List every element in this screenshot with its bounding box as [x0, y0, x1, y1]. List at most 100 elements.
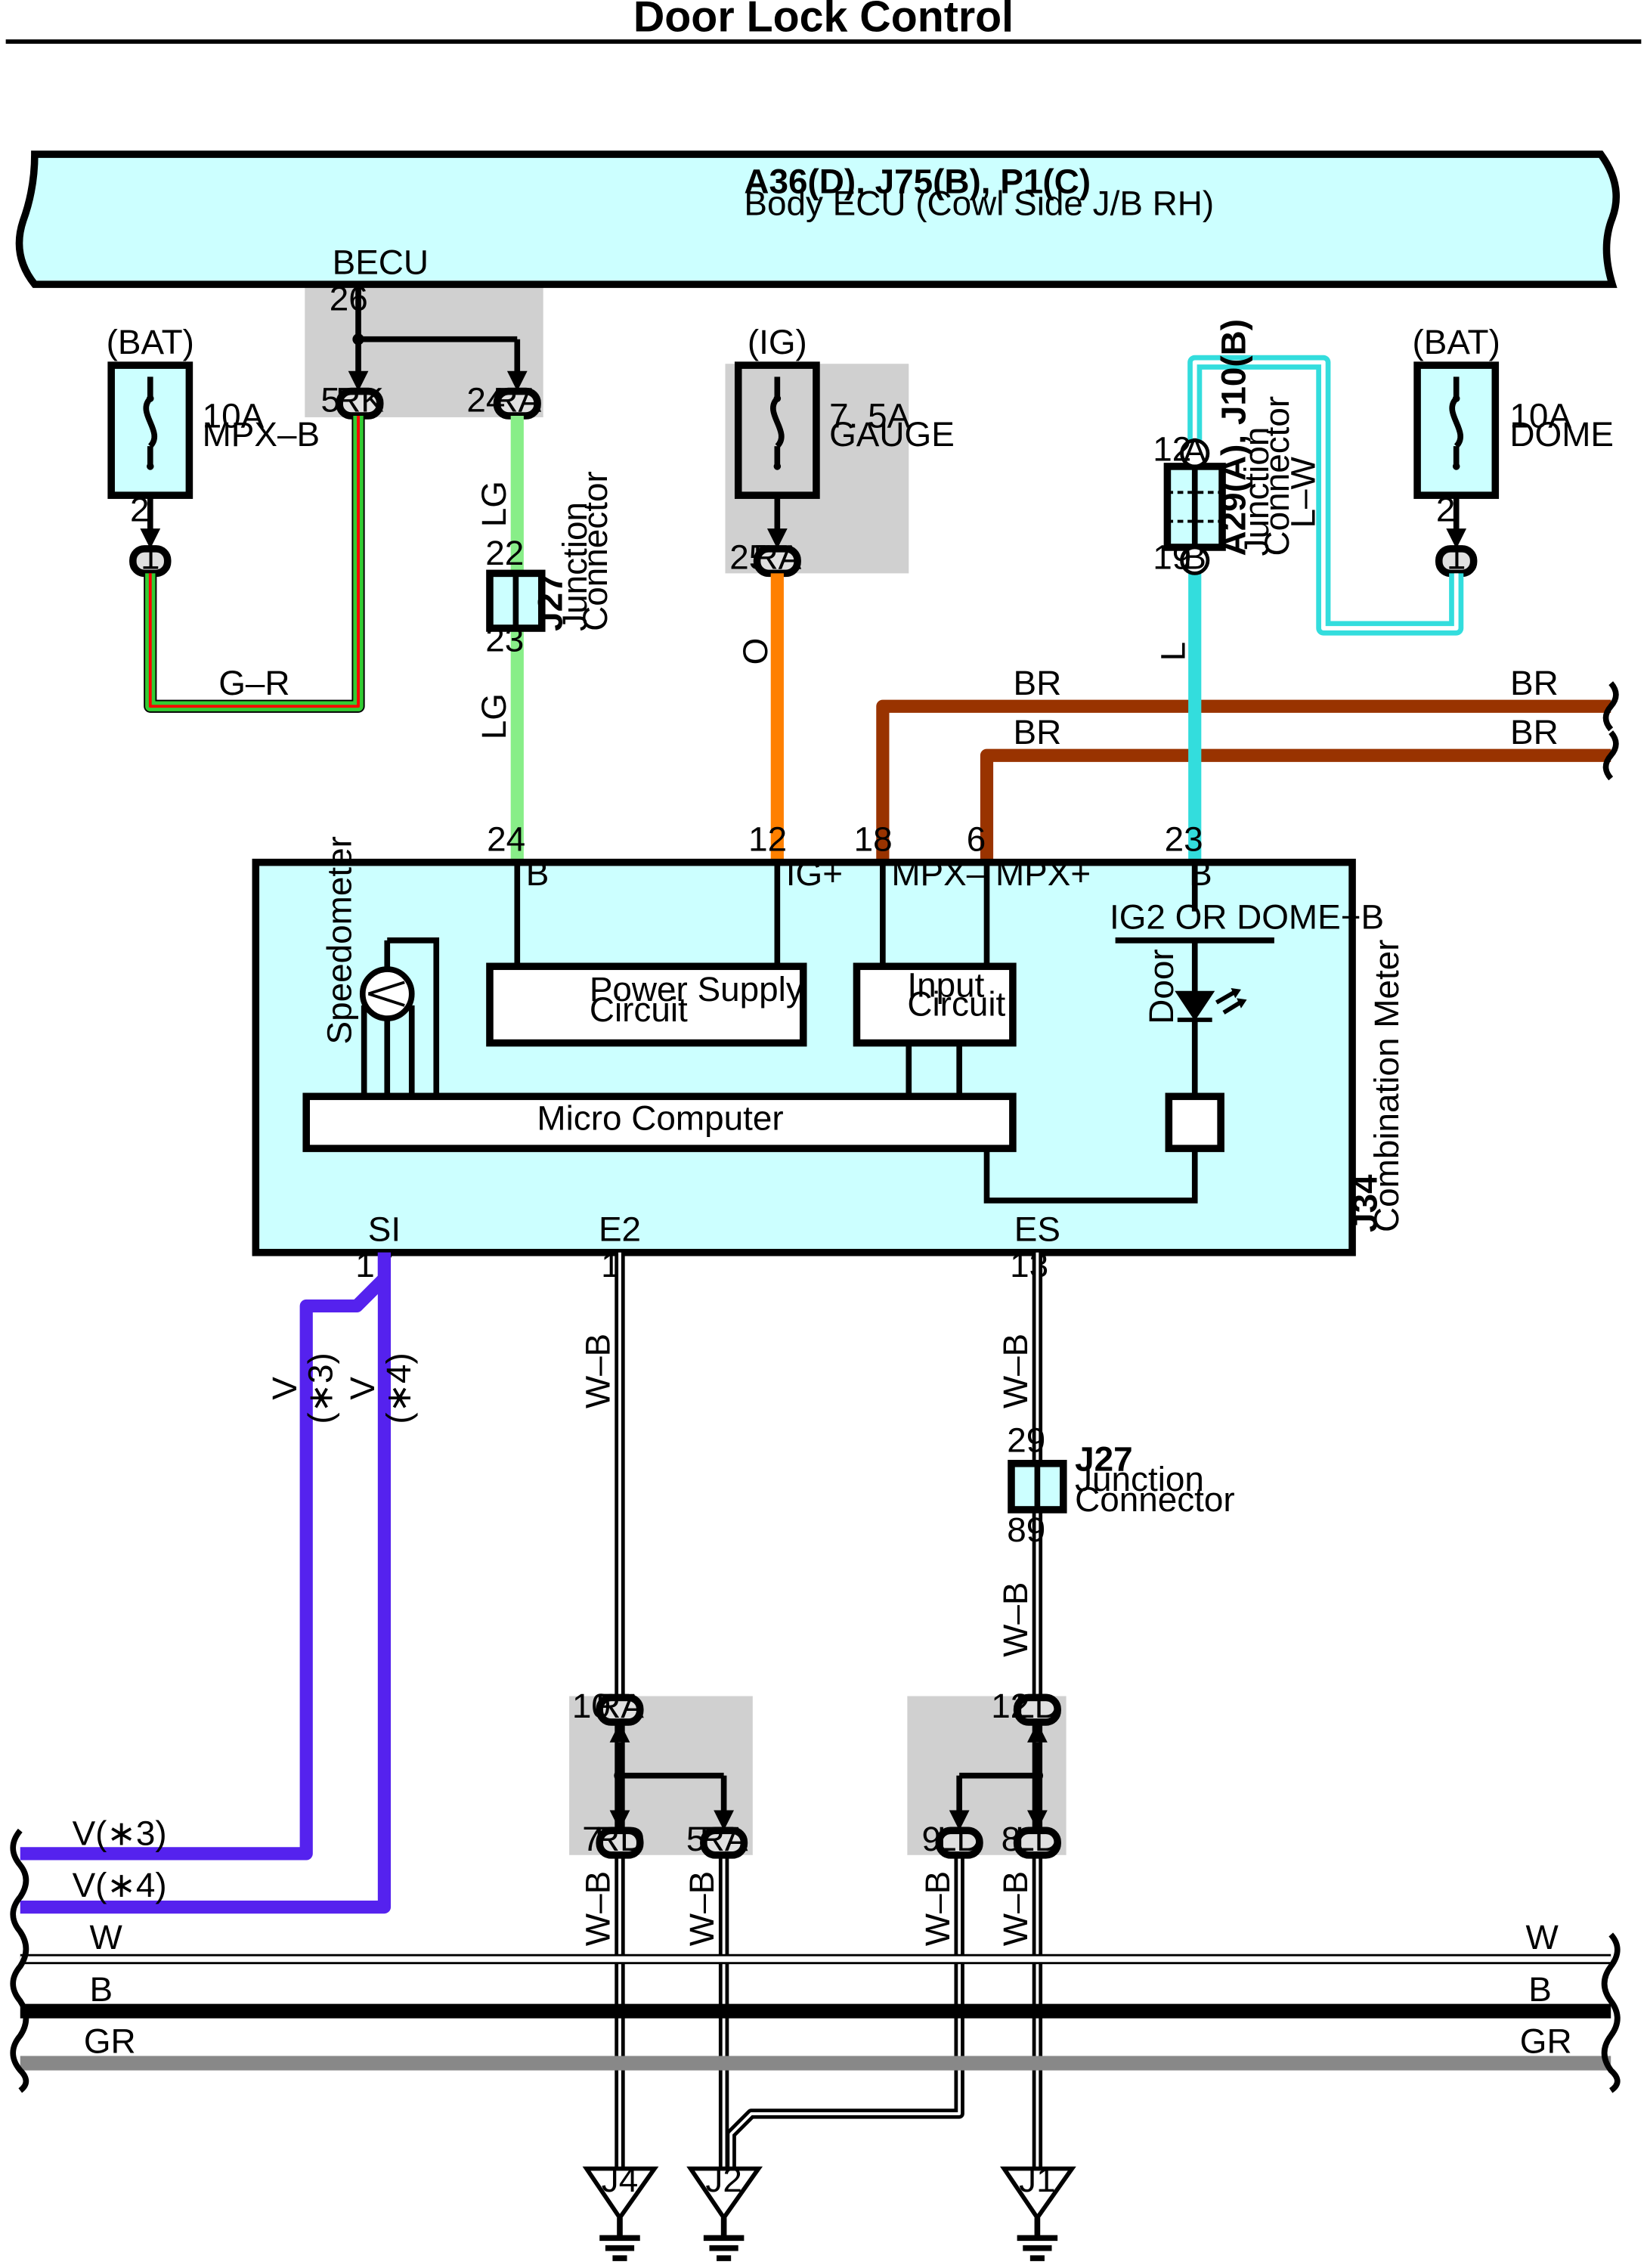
fuse-dome-source: (BAT) — [1413, 322, 1500, 361]
wire-lg-label-top: LG — [474, 481, 513, 527]
meter-pin-18: 18 — [854, 819, 893, 858]
j27-bottom-pin-29: 29 — [1007, 1421, 1045, 1460]
power-supply-label-1: Power Supply — [590, 969, 803, 1009]
becu-splice-dot — [352, 333, 364, 345]
j27-bottom-label1: Junction — [1075, 1459, 1204, 1498]
fuse-gauge-source: (IG) — [748, 322, 807, 361]
meter-term-e2: E2 — [599, 1209, 641, 1248]
connector-ra-top-tag: RA — [493, 380, 541, 419]
fuse-mpxb-source: (BAT) — [107, 322, 194, 361]
fuse-gauge-name: GAUGE — [829, 414, 955, 454]
bus-gr-label-left: GR — [84, 2022, 136, 2061]
bus-b-label-right: B — [1528, 1969, 1552, 2009]
fuse-mpxb-pin: 2 — [130, 490, 150, 529]
micro-computer-label: Micro Computer — [537, 1098, 783, 1137]
splice-ld-top-tag: LD — [1015, 1686, 1060, 1725]
meter-pin-12: 12 — [748, 819, 787, 858]
wire-br-label-1: BR — [1014, 663, 1062, 702]
wire-gr-label: G–R — [218, 663, 289, 702]
wb-label-7: W–B — [995, 1871, 1035, 1946]
ig2-dome-label: IG2 OR DOME+B — [1110, 897, 1384, 937]
a29-label2: Connector — [1257, 396, 1296, 556]
br-break-1 — [1602, 681, 1619, 732]
micro-computer — [302, 1092, 1017, 1152]
splice-ra-right-conn — [700, 1826, 748, 1859]
splice-ra-left-conn — [596, 1826, 644, 1859]
input-circuit — [853, 962, 1017, 1047]
wb-label-3: W–B — [995, 1582, 1035, 1657]
splice-ld-pin-12: 12 — [991, 1686, 1029, 1725]
ground-j1 — [1000, 2166, 1076, 2261]
connector-rk-tag: RK — [336, 380, 384, 419]
a29-conn-a — [1180, 438, 1210, 469]
fuse-mpxb-element — [143, 396, 158, 448]
door-label: Door — [1141, 949, 1181, 1024]
ground-j1-label: J1 — [1019, 2160, 1055, 2199]
ground-j2 — [686, 2166, 763, 2261]
fuse-mpxb-name: MPX–B — [203, 414, 320, 454]
speedometer-needle — [367, 981, 405, 1007]
speedometer-label: Speedometer — [319, 836, 358, 1044]
wire-v-4 — [20, 1252, 392, 1914]
a29-code: A29(A), J10(B) — [1214, 319, 1253, 556]
a29-pin-12: 12 — [1153, 429, 1191, 468]
wire-gr — [144, 416, 365, 713]
a29-conn-a-tag: A — [1183, 430, 1206, 469]
splice-ra-right-tag: RA — [700, 1819, 748, 1858]
becu-pin-26: 26 — [330, 279, 368, 318]
meter-name: Combination Meter — [1367, 940, 1406, 1232]
fuse-mpxb-conn-tag: 1 — [141, 538, 160, 577]
splice-ra-pin-5: 5 — [686, 1819, 706, 1858]
ground-j2-label: J2 — [705, 2160, 741, 2199]
wire-lw-label: L–W — [1283, 456, 1322, 528]
wire-v3-label: V — [265, 1377, 304, 1400]
splice-ld-right-conn — [1013, 1826, 1061, 1859]
wb-label-4: W–B — [578, 1871, 618, 1946]
door-led-icon — [1175, 990, 1215, 1021]
meter-pin-13: 13 — [1010, 1245, 1048, 1284]
splice-ra-left-tag: RD — [595, 1819, 645, 1858]
power-supply-label-2: Circuit — [590, 990, 688, 1029]
j27-top-code: J27 — [531, 573, 570, 631]
wire-br-mpxp — [980, 748, 1611, 861]
j27-bottom-code: J27 — [1075, 1439, 1133, 1478]
meter-term-ig: IG+ — [786, 854, 843, 893]
j27-top-label2: Connector — [575, 471, 615, 631]
splice-ld-right-tag: LD — [1015, 1819, 1060, 1858]
wb-label-1: W–B — [578, 1334, 618, 1408]
meter-pin-24: 24 — [487, 819, 525, 858]
bus-break-right — [1601, 1932, 1621, 2093]
fuse-dome-amp: 10A — [1509, 395, 1571, 435]
splice-ld-pin-9: 9 — [921, 1819, 941, 1858]
splice-ra-pin-10: 10 — [572, 1686, 611, 1725]
meter-pin-23: 23 — [1165, 819, 1203, 858]
bus-break-left — [10, 1828, 29, 2093]
diagram-title: Door Lock Control — [633, 0, 1014, 42]
fuse-dome-conn-tag: 1 — [1447, 538, 1466, 577]
a29-conn-b — [1180, 545, 1210, 575]
fuse-mpxb-amp: 10A — [203, 395, 265, 435]
wire-wb-ld9 — [726, 1853, 964, 2169]
wire-lg-label-bottom: LG — [474, 693, 513, 739]
becu-pin-5: 5 — [320, 380, 340, 419]
a29-label1: Junction — [1237, 427, 1276, 556]
wire-l-label: L — [1153, 642, 1192, 662]
bus-w-label-left: W — [90, 1917, 123, 1957]
splice-ld-pin-8: 8 — [1002, 1819, 1021, 1858]
bus-w-label-right: W — [1525, 1917, 1559, 1957]
arrow-rk — [348, 370, 369, 392]
wire-v3-tag: (∗3) — [301, 1352, 340, 1424]
fuse-dome-pin: 2 — [1436, 490, 1456, 529]
splice-ra-pin-7: 7 — [582, 1819, 602, 1858]
meter-pin-6: 6 — [967, 819, 986, 858]
arrow-ra — [506, 370, 528, 392]
meter-term-mpxm: MPX– — [891, 854, 986, 893]
power-supply-circuit — [486, 962, 807, 1047]
meter-code: J34 — [1345, 1174, 1385, 1232]
input-circuit-label-1: Input — [907, 965, 984, 1004]
wire-v4-label: V — [342, 1377, 382, 1400]
wb-label-2: W–B — [995, 1334, 1035, 1408]
wire-lw — [1187, 355, 1464, 636]
wire-v-3 — [20, 1252, 392, 1861]
wire-br-mpxm — [876, 699, 1611, 861]
